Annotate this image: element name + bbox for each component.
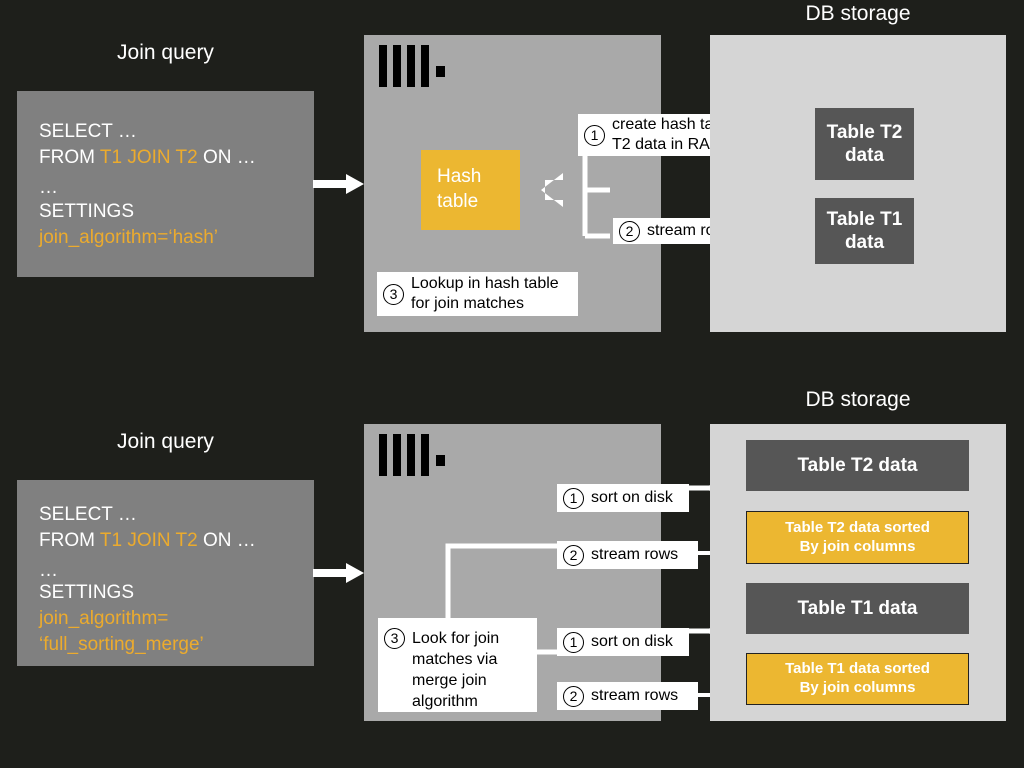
- top-query-box: SELECT … FROM T1 JOIN T2 ON … … SETTINGS…: [17, 91, 314, 277]
- table-label-line-2: data: [844, 145, 885, 166]
- clickhouse-logo-icon: [379, 434, 449, 478]
- callout-text: stream rows: [591, 546, 679, 563]
- bottom-query-box: SELECT … FROM T1 JOIN T2 ON … … SETTINGS…: [17, 480, 314, 666]
- bottom-table-t2-data: Table T2 data: [746, 440, 969, 491]
- step-number-badge: 2: [563, 685, 584, 707]
- step-number-badge: 1: [563, 631, 584, 653]
- top-db-storage-box: [710, 35, 1006, 332]
- bottom-query-line-3: …: [39, 560, 58, 581]
- bottom-flow-arrow: [313, 561, 365, 585]
- top-query-line-5: join_algorithm=‘hash’: [39, 227, 219, 248]
- top-query-line-4: SETTINGS: [39, 201, 135, 222]
- bottom-query-line-5: join_algorithm=: [39, 608, 169, 629]
- top-query-line-2-accent: T1 JOIN T2: [99, 147, 198, 168]
- bottom-query-line-2: FROM T1 JOIN T2 ON …: [39, 528, 256, 554]
- top-query-line-2-prefix: FROM: [39, 147, 100, 168]
- top-callout-lookup-hash-table[interactable]: 3 Lookup in hash table for join matches: [377, 272, 578, 316]
- bottom-table-t1-data: Table T1 data: [746, 583, 969, 634]
- bottom-query-line-4: SETTINGS: [39, 582, 135, 603]
- bottom-callout-stream-rows-t2[interactable]: 2 stream rows: [557, 541, 698, 569]
- top-query-line-3: …: [39, 177, 58, 198]
- callout-text: Lookup in hash table for join matches: [411, 275, 559, 312]
- step-number-badge: 3: [383, 283, 404, 305]
- top-query-line-2-suffix: ON …: [197, 147, 256, 168]
- bottom-table-t2-sorted: Table T2 data sorted By join columns: [746, 511, 969, 564]
- top-table-t2-data: Table T2 data: [815, 108, 914, 180]
- bottom-query-line-2-suffix: ON …: [197, 530, 256, 551]
- bottom-query-line-2-accent: T1 JOIN T2: [99, 530, 198, 551]
- bottom-callout-sort-on-disk-t1[interactable]: 1 sort on disk: [557, 628, 689, 656]
- hash-table-line-2: table: [437, 191, 479, 212]
- step-number-badge: 3: [384, 628, 405, 649]
- top-join-query-title: Join query: [117, 41, 214, 64]
- table-label-line-1: Table T2: [826, 121, 903, 143]
- callout-text: Look for join matches via merge join alg…: [412, 630, 500, 710]
- bottom-query-line-2-prefix: FROM: [39, 530, 100, 551]
- bottom-query-line-6: ‘full_sorting_merge’: [39, 634, 204, 655]
- bottom-join-query-title: Join query: [117, 430, 214, 453]
- top-table-t1-data: Table T1 data: [815, 198, 914, 264]
- callout-text: sort on disk: [591, 633, 673, 650]
- callout-text: stream rows: [591, 687, 679, 704]
- callout-text: sort on disk: [591, 489, 673, 506]
- step-number-badge: 2: [619, 220, 640, 242]
- top-db-storage-title: DB storage: [805, 2, 911, 25]
- top-query-line-1: SELECT …: [39, 121, 137, 142]
- bottom-table-t1-sorted: Table T1 data sorted By join columns: [746, 653, 969, 705]
- bottom-callout-stream-rows-t1[interactable]: 2 stream rows: [557, 682, 698, 710]
- bottom-callout-merge-join[interactable]: 3 Look for join matches via merge join a…: [378, 618, 537, 712]
- step-number-badge: 2: [563, 544, 584, 566]
- table-label-line-1: Table T1: [826, 208, 903, 230]
- hash-table-line-1: Hash: [437, 166, 482, 187]
- step-number-badge: 1: [563, 487, 584, 509]
- table-label-line-2: data: [844, 232, 885, 253]
- step-number-badge: 1: [584, 124, 605, 146]
- clickhouse-logo-icon: [379, 45, 449, 89]
- hash-table-box: Hash table: [421, 150, 520, 230]
- bottom-query-line-1: SELECT …: [39, 504, 137, 525]
- top-query-line-2: FROM T1 JOIN T2 ON …: [39, 145, 256, 171]
- top-flow-arrow: [313, 172, 365, 196]
- bottom-db-storage-title: DB storage: [805, 388, 911, 411]
- bottom-callout-sort-on-disk-t2[interactable]: 1 sort on disk: [557, 484, 689, 512]
